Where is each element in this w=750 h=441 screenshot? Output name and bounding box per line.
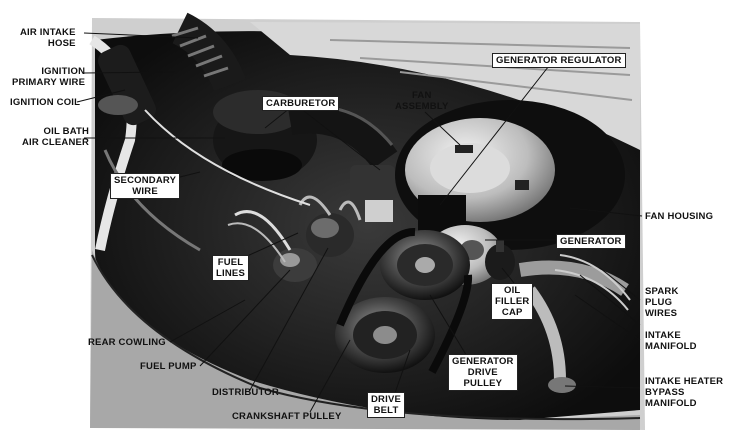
label-spark-plug-wires-line1: SPARK	[645, 286, 679, 297]
label-intake-manifold-line2: MANIFOLD	[645, 341, 697, 352]
label-oil-bath-air-cleaner: OIL BATH AIR CLEANER	[22, 126, 89, 148]
label-spark-plug-wires: SPARK PLUG WIRES	[645, 286, 679, 319]
label-secondary-wire-line1: SECONDARY	[114, 175, 177, 186]
label-ignition-primary-wire-line1: IGNITION	[41, 66, 86, 77]
label-generator: GENERATOR	[556, 234, 626, 249]
label-oil-bath-line1: OIL BATH	[43, 126, 90, 137]
label-fan-housing: FAN HOUSING	[645, 211, 714, 222]
label-fan-assembly-line2: ASSEMBLY	[395, 101, 449, 112]
label-intake-manifold-line1: INTAKE	[645, 330, 681, 341]
label-fuel-pump: FUEL PUMP	[140, 361, 197, 372]
label-air-intake-hose-line2: HOSE	[47, 38, 76, 49]
label-drive-belt-line2: BELT	[373, 405, 399, 416]
label-oil-filler-cap: OIL FILLER CAP	[491, 283, 534, 320]
label-oil-filler-cap-line3: CAP	[501, 307, 523, 318]
fuel-pump-shape	[273, 248, 317, 282]
label-ignition-coil: IGNITION COIL	[10, 97, 81, 108]
label-fuel-lines-line1: FUEL	[217, 257, 244, 268]
label-fuel-lines-line2: LINES	[216, 268, 245, 279]
label-rear-cowling: REAR COWLING	[88, 337, 166, 348]
label-intake-heater-bypass-manifold: INTAKE HEATER BYPASS MANIFOLD	[645, 376, 723, 409]
fuel-lines-shape	[227, 210, 292, 263]
label-air-intake-hose: AIR INTAKE HOSE	[20, 27, 76, 49]
air-intake-hose-shape	[171, 12, 246, 92]
label-ignition-primary-wire-line2: PRIMARY WIRE	[12, 77, 86, 88]
label-ignition-primary-wire: IGNITION PRIMARY WIRE	[12, 66, 85, 88]
label-air-intake-hose-line1: AIR INTAKE	[20, 27, 76, 38]
label-secondary-wire-line2: WIRE	[132, 186, 158, 197]
label-generator-drive-pulley-line3: PULLEY	[463, 378, 503, 389]
label-fuel-lines: FUEL LINES	[212, 255, 249, 281]
label-generator-regulator: GENERATOR REGULATOR	[492, 53, 626, 68]
label-oil-bath-line2: AIR CLEANER	[22, 137, 90, 148]
label-oil-filler-cap-line1: OIL	[504, 285, 521, 296]
label-intake-heater-line1: INTAKE HEATER	[645, 376, 724, 387]
leader-lines	[76, 32, 643, 413]
label-drive-belt-line1: DRIVE	[371, 394, 402, 405]
spark-plug-wires-shape	[554, 254, 631, 311]
label-carburetor: CARBURETOR	[262, 96, 340, 111]
label-drive-belt: DRIVE BELT	[367, 392, 406, 418]
oil-filler-cap-shape	[485, 240, 515, 280]
label-oil-filler-cap-line2: FILLER	[495, 296, 530, 307]
label-fan-assembly: FAN ASSEMBLY	[395, 90, 449, 112]
drive-belt-shape	[336, 228, 473, 374]
label-spark-plug-wires-line3: WIRES	[645, 308, 678, 319]
label-distributor: DISTRIBUTOR	[212, 387, 279, 398]
label-secondary-wire: SECONDARY WIRE	[110, 173, 181, 199]
label-fan-assembly-line1: FAN	[411, 90, 432, 101]
generator-drive-pulley-shape	[380, 230, 470, 300]
secondary-wire-shape	[144, 109, 311, 206]
label-intake-heater-line3: MANIFOLD	[645, 398, 697, 409]
label-generator-drive-pulley-line2: DRIVE	[467, 367, 498, 378]
label-intake-manifold: INTAKE MANIFOLD	[645, 330, 697, 352]
label-generator-drive-pulley: GENERATOR DRIVE PULLEY	[448, 354, 518, 391]
distributor-shape	[298, 195, 362, 257]
label-spark-plug-wires-line2: PLUG	[645, 297, 673, 308]
crankshaft-pulley-shape	[335, 297, 435, 373]
label-intake-heater-line2: BYPASS	[645, 387, 685, 398]
label-crankshaft-pulley: CRANKSHAFT PULLEY	[232, 411, 342, 422]
label-generator-drive-pulley-line1: GENERATOR	[452, 356, 514, 367]
ignition-coil-shape	[97, 44, 157, 126]
